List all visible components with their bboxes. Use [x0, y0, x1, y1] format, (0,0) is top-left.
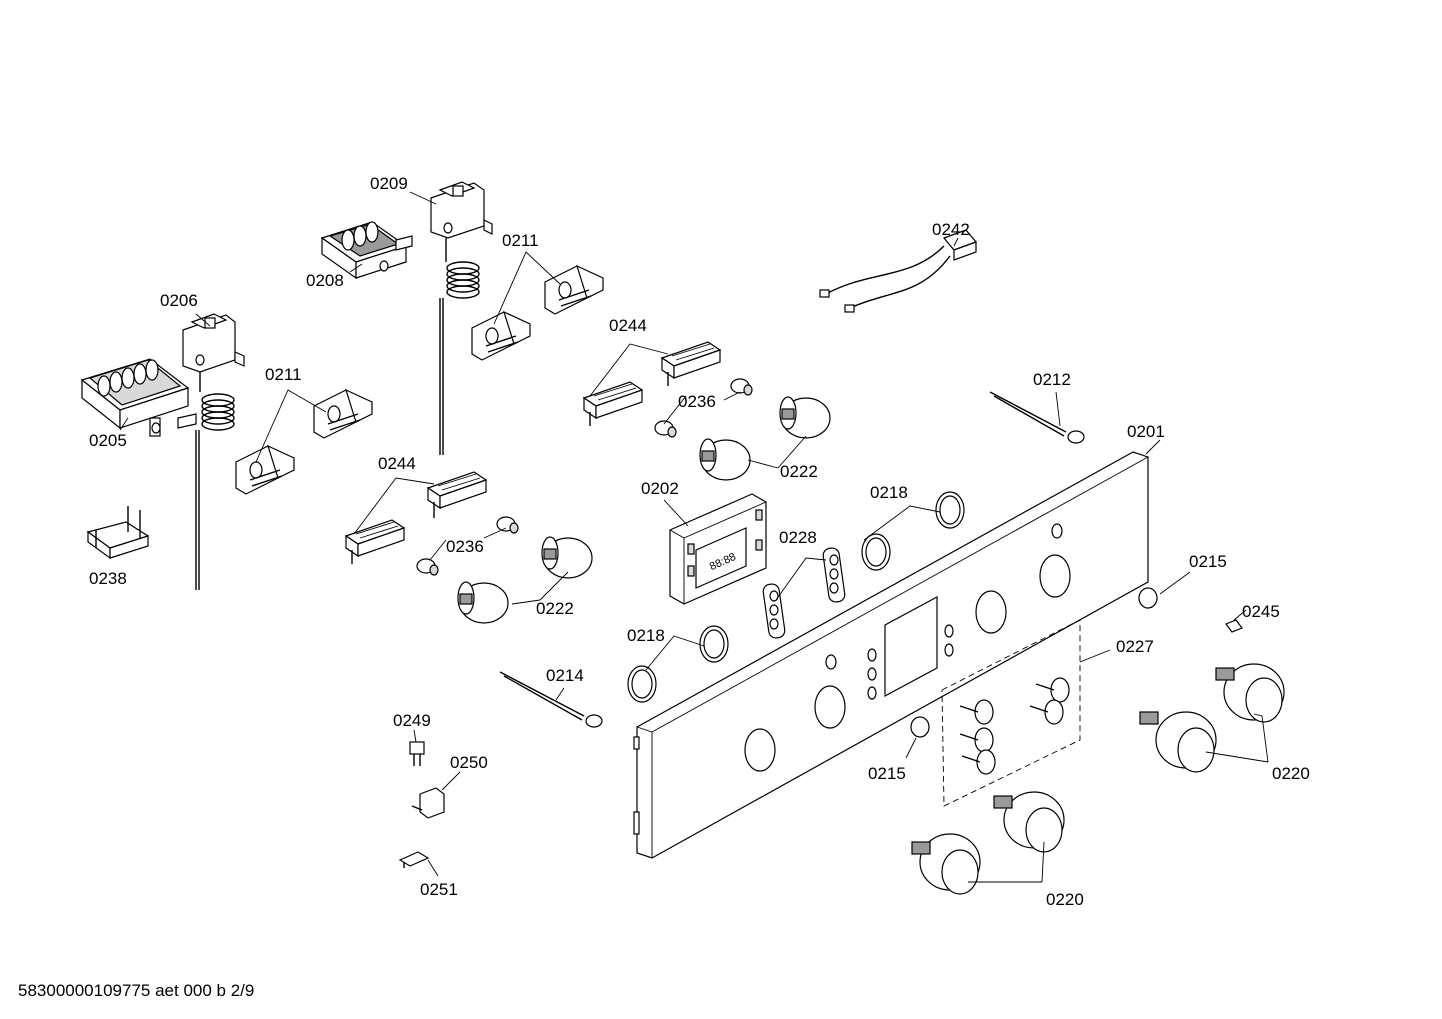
selector-switch-0208 [320, 221, 413, 280]
label-0218-left: 0218 [627, 626, 665, 645]
cap-0222-lower [457, 536, 593, 624]
label-0238: 0238 [89, 569, 127, 588]
light-strip-0228 [762, 547, 846, 639]
push-button-set-0227 [941, 619, 1081, 807]
label-0209: 0209 [370, 174, 408, 193]
label-0249: 0249 [393, 711, 431, 730]
label-0244-lower: 0244 [378, 454, 416, 473]
control-panel-part [633, 451, 1149, 859]
label-0227: 0227 [1116, 637, 1154, 656]
clip-0238 [86, 506, 150, 560]
label-0208: 0208 [306, 271, 344, 290]
label-0215-bottom: 0215 [868, 764, 906, 783]
label-0222-upper: 0222 [780, 462, 818, 481]
label-0251: 0251 [420, 880, 458, 899]
label-0228: 0228 [779, 528, 817, 547]
label-0236-upper: 0236 [678, 392, 716, 411]
leader-lines [119, 191, 1269, 883]
label-0220-bottom: 0220 [1046, 890, 1084, 909]
clock-module-part: 88:88 [669, 493, 767, 605]
label-0211-right: 0211 [502, 231, 539, 250]
knob-0220 [911, 663, 1285, 895]
thermostat-0209 [430, 181, 493, 455]
label-0215-right: 0215 [1189, 552, 1227, 571]
bulb-0236-lower [416, 516, 519, 576]
label-0218-right: 0218 [870, 483, 908, 502]
label-0244-upper: 0244 [609, 316, 647, 335]
label-0211-left: 0211 [265, 365, 302, 384]
holder-0244-lower [344, 471, 488, 564]
label-0245: 0245 [1242, 602, 1280, 621]
bulb-0236-upper [654, 378, 753, 438]
clip-0245 [1225, 619, 1243, 633]
label-0202: 0202 [641, 479, 679, 498]
selector-switch-part [80, 358, 197, 437]
holder-0244-upper [582, 341, 722, 426]
bracket-0211-left [235, 388, 373, 495]
wire-harness-0242 [819, 229, 978, 313]
label-0242: 0242 [932, 220, 970, 239]
label-0212: 0212 [1033, 370, 1071, 389]
button-0215 [910, 587, 1158, 738]
part-labels: 0201 0202 0205 0206 0208 0209 0211 0211 … [89, 174, 1310, 909]
label-0214: 0214 [546, 666, 584, 685]
label-0201: 0201 [1127, 422, 1165, 441]
label-0206: 0206 [160, 291, 198, 310]
wire-0214 [499, 671, 603, 728]
clip-0251 [398, 851, 430, 868]
label-0220-right: 0220 [1272, 764, 1310, 783]
thermostat-part [182, 313, 245, 590]
suppressor-0250 [411, 787, 445, 819]
bracket-0211-right [471, 264, 604, 361]
document-id: 58300000109775 aet 000 b 2/9 [18, 981, 255, 1000]
wire-0212 [989, 391, 1085, 444]
label-0250: 0250 [450, 753, 488, 772]
ring-0218 [627, 491, 965, 703]
label-0205: 0205 [89, 431, 127, 450]
label-0222-lower: 0222 [536, 599, 574, 618]
label-0236-lower: 0236 [446, 537, 484, 556]
cap-0222-upper [699, 396, 831, 481]
connector-0249 [409, 741, 425, 766]
